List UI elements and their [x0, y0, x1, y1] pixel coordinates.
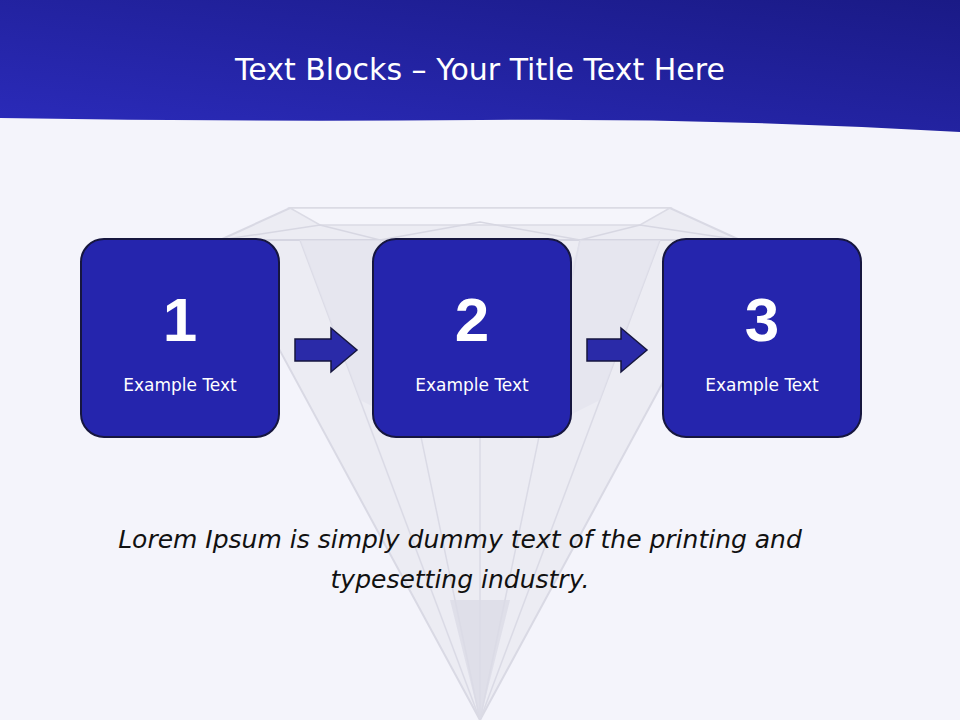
flow-arrow: [587, 328, 647, 372]
process-box: 2Example Text: [372, 238, 572, 438]
slide-title: Text Blocks – Your Title Text Here: [0, 52, 960, 87]
caption-text: Lorem Ipsum is simply dummy text of the …: [90, 520, 830, 600]
step-label: Example Text: [415, 375, 529, 395]
process-box: 3Example Text: [662, 238, 862, 438]
step-number: 2: [455, 289, 489, 351]
process-box: 1Example Text: [80, 238, 280, 438]
header-band: [0, 0, 960, 132]
step-label: Example Text: [123, 375, 237, 395]
step-number: 3: [745, 289, 779, 351]
flow-arrow: [295, 328, 357, 372]
step-number: 1: [163, 289, 197, 351]
step-label: Example Text: [705, 375, 819, 395]
